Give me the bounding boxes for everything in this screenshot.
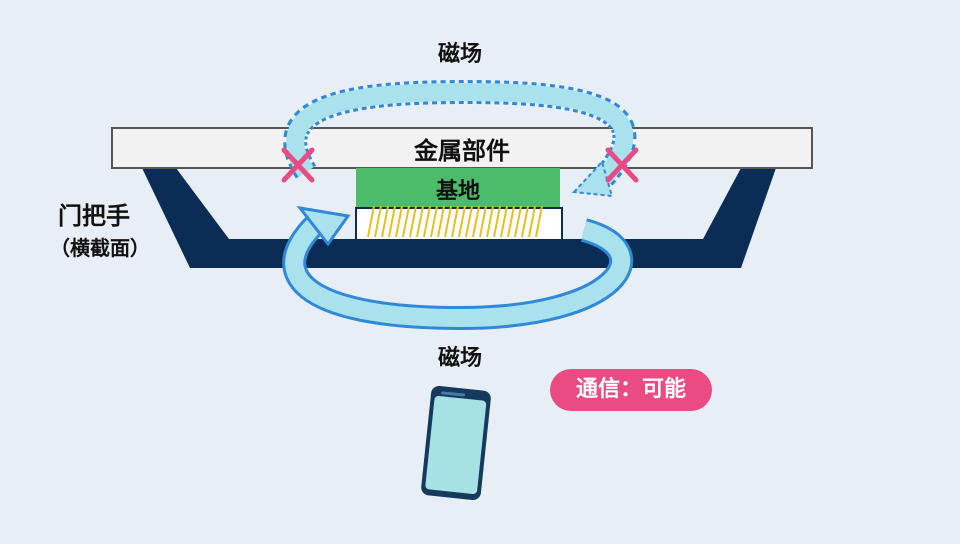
coil-line (451, 205, 459, 238)
bottom-field-loop (285, 211, 631, 328)
base-block (356, 168, 560, 208)
antenna-coil (367, 205, 543, 238)
coil-line (493, 205, 501, 238)
coil-line (409, 205, 417, 238)
coil-line (374, 205, 382, 238)
coil-line (535, 205, 543, 238)
coil-line (416, 205, 424, 238)
base-label: 基地 (435, 179, 480, 204)
coil-line (514, 205, 522, 238)
coil-line (486, 205, 494, 238)
coil-line (395, 205, 403, 238)
door-handle-label: 门把手 (58, 202, 130, 230)
coil-line (388, 205, 396, 238)
bottom-field-arrowhead (296, 205, 351, 247)
bottom-field-label: 磁场 (437, 346, 482, 371)
smartphone-icon (421, 385, 491, 501)
coil-line (528, 205, 536, 238)
top-field-arrow-fill (286, 82, 634, 193)
coil-line (381, 205, 389, 238)
coil-line (402, 205, 410, 238)
coil-line (367, 205, 375, 238)
coil-line (423, 205, 431, 238)
coil-line (458, 205, 466, 238)
cross-icon-right (605, 147, 639, 183)
coil-line (430, 205, 438, 238)
coil-line (521, 205, 529, 238)
coil-line (444, 205, 452, 238)
coil-line (465, 205, 473, 238)
metal-part-label: 金属部件 (414, 137, 510, 165)
top-field-label: 磁场 (437, 42, 482, 67)
cross-section-label: （横截面） (50, 236, 150, 260)
coil-line (437, 205, 445, 238)
cross-icon-left (281, 147, 315, 183)
coil-line (500, 205, 508, 238)
metal-part (111, 127, 813, 169)
coil-line (479, 205, 487, 238)
coil-line (507, 205, 515, 238)
communication-status-badge: 通信：可能 (550, 369, 712, 411)
coil-line (472, 205, 480, 238)
